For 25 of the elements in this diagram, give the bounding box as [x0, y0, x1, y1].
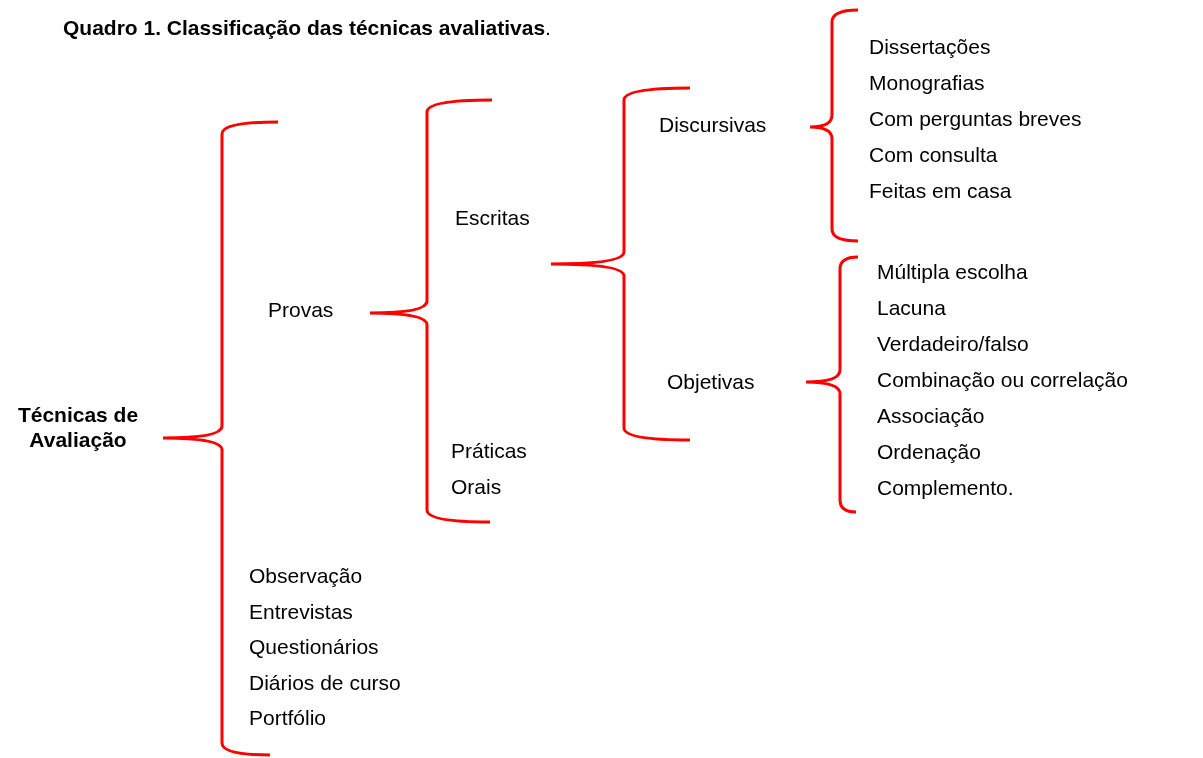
category-label: Ordenação — [877, 439, 981, 465]
category-label: Provas — [268, 297, 334, 323]
category-label: Orais — [451, 474, 502, 500]
category-label: Discursivas — [659, 112, 767, 138]
category-label: Feitas em casa — [869, 178, 1012, 204]
title: Quadro 1. Classificação das técnicas avaliativas. — [63, 16, 551, 40]
category-label: Objetivas — [667, 369, 755, 395]
category-label: Diários de curso — [249, 669, 401, 695]
category-label: Entrevistas — [249, 598, 353, 624]
category-label: Portfólio — [249, 705, 327, 731]
category-label: Com perguntas breves — [869, 106, 1082, 132]
category-label: Dissertações — [869, 34, 991, 60]
category-label: Com consulta — [869, 142, 998, 168]
category-label: Monografias — [869, 70, 985, 96]
root-label: Técnicas de Avaliação — [16, 402, 140, 453]
category-label: Escritas — [455, 205, 530, 231]
category-label: Práticas — [451, 438, 527, 464]
category-label: Verdadeiro/falso — [877, 331, 1029, 357]
category-label: Observação — [249, 563, 363, 589]
category-label: Questionários — [249, 634, 379, 660]
category-label: Lacuna — [877, 295, 946, 321]
category-label: Combinação ou correlação — [877, 367, 1128, 393]
category-label: Múltipla escolha — [877, 259, 1028, 285]
category-label: Associação — [877, 403, 985, 429]
category-label: Complemento. — [877, 475, 1014, 501]
